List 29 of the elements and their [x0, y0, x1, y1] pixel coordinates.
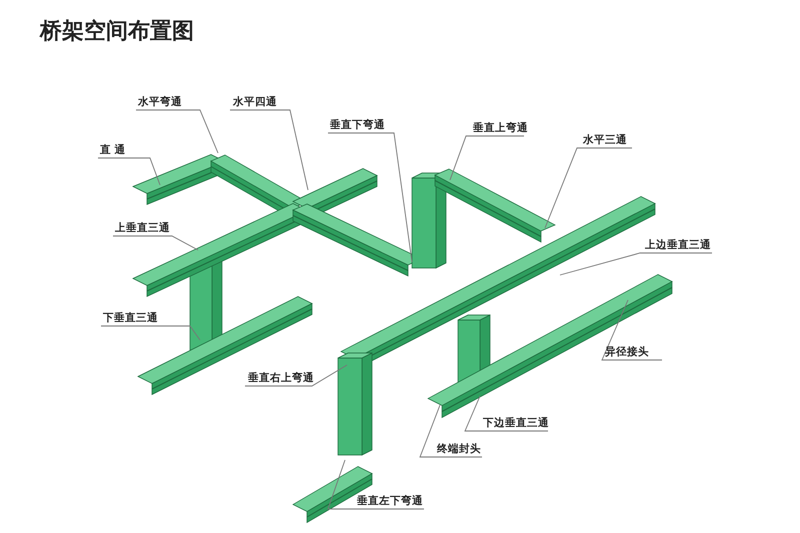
diagram-title: 桥架空间布置图 [40, 18, 194, 46]
part-label: 终端封头 [437, 443, 481, 455]
leader-line [244, 364, 348, 386]
part-label: 上垂直三通 [115, 222, 170, 234]
leader-line [544, 148, 632, 228]
leader-line [328, 132, 412, 262]
part-label: 水平三通 [583, 134, 627, 146]
leader-line [327, 460, 424, 510]
part-label: 垂直左下弯通 [357, 495, 423, 507]
part-label: 下垂直三通 [103, 312, 158, 324]
leader-line [601, 300, 662, 360]
leader-line [112, 236, 198, 250]
leader-line [419, 404, 482, 458]
part-label: 水平四通 [233, 96, 277, 108]
leader-line [136, 110, 218, 154]
leader-line [464, 396, 548, 432]
leader-line [230, 110, 308, 190]
leader-line [560, 252, 712, 276]
part-label: 直 通 [100, 144, 126, 156]
leader-line [100, 326, 200, 340]
part-label: 上边垂直三通 [645, 239, 711, 251]
part-label: 垂直下弯通 [330, 119, 385, 131]
part-label: 水平弯通 [138, 96, 182, 108]
part-label: 垂直右上弯通 [248, 372, 314, 384]
part-label: 异径接头 [605, 346, 649, 358]
leader-line [450, 136, 524, 180]
leader-line [98, 158, 160, 186]
part-label: 垂直上弯通 [473, 122, 528, 134]
part-label: 下边垂直三通 [483, 417, 549, 429]
